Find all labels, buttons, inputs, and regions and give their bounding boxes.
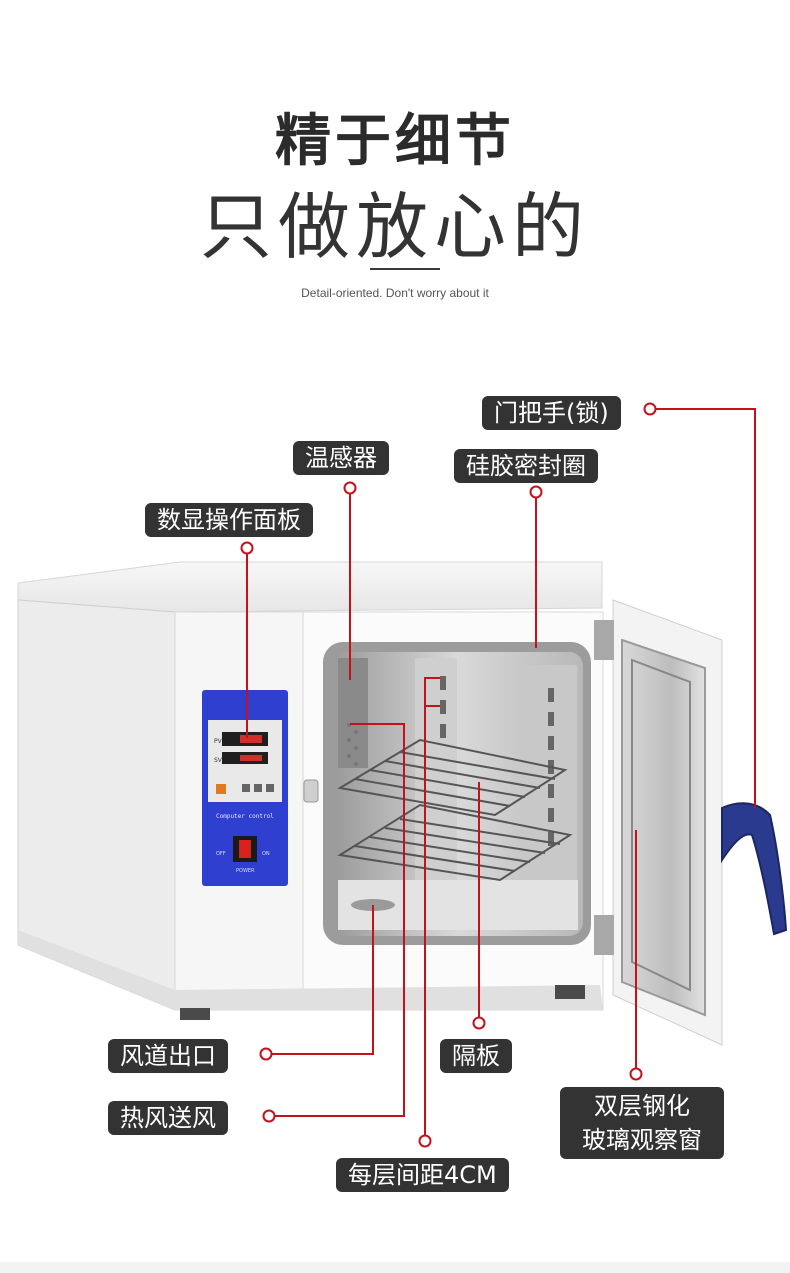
- power-label: POWER: [236, 868, 255, 874]
- callout-door-handle: 门把手(锁): [482, 396, 621, 430]
- computer-control-label: Computer control: [216, 813, 274, 820]
- oven-chamber: [323, 642, 591, 945]
- callout-glass-window-line1: 双层钢化: [594, 1092, 690, 1120]
- callout-silicone-seal: 硅胶密封圈: [454, 449, 598, 483]
- heading-title-bold: 精于细节: [275, 109, 515, 174]
- callout-layer-spacing: 每层间距4CM: [336, 1158, 509, 1192]
- control-panel: PV SV Computer control OFF ON POWER: [202, 690, 288, 886]
- pv-label: PV: [214, 738, 223, 745]
- callout-glass-window: 双层钢化 玻璃观察窗: [560, 1087, 724, 1159]
- callout-hot-air: 热风送风: [108, 1101, 228, 1135]
- door-latch: [303, 779, 319, 803]
- callout-digital-panel: 数显操作面板: [145, 503, 313, 537]
- callout-lines: [246, 408, 756, 1135]
- bottom-band: [0, 1262, 790, 1273]
- heading-divider: [370, 268, 440, 270]
- oven-door: [594, 599, 723, 1046]
- heading-title-light: 只做放心的: [199, 185, 590, 269]
- switch-off-label: OFF: [216, 851, 226, 857]
- callout-glass-window-line2: 玻璃观察窗: [582, 1126, 702, 1154]
- switch-on-label: ON: [262, 851, 270, 857]
- callout-temp-sensor: 温感器: [293, 441, 389, 475]
- callout-shelf: 隔板: [440, 1039, 512, 1073]
- callout-air-outlet: 风道出口: [108, 1039, 228, 1073]
- callout-dots: [240, 402, 657, 1148]
- shelf-lower: [337, 803, 573, 882]
- heading-subtitle: Detail-oriented. Don't worry about it: [301, 286, 489, 300]
- sv-label: SV: [214, 757, 223, 764]
- door-handle[interactable]: [721, 802, 788, 936]
